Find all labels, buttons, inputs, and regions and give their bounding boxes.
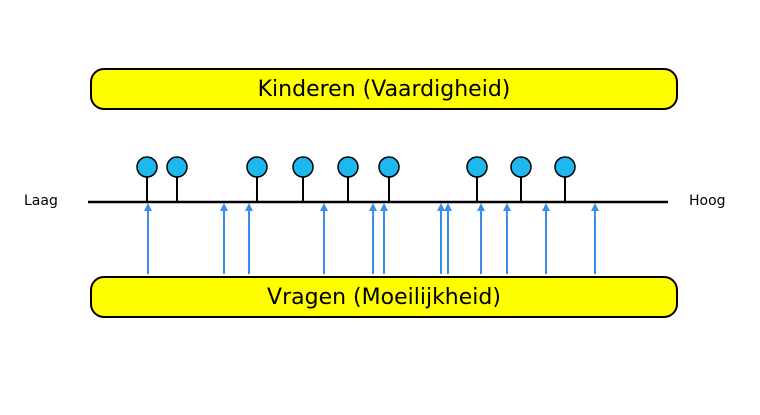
question-difficulty-title: Vragen (Moeilijkheid) (267, 284, 501, 310)
scale-high-label: Hoog (689, 193, 726, 209)
children-ability-title: Kinderen (Vaardigheid) (257, 76, 511, 102)
question-arrow (437, 203, 445, 274)
child-marker-circle (378, 156, 400, 178)
question-arrow-head (380, 203, 388, 211)
question-arrow (444, 203, 452, 274)
child-marker-circle (136, 156, 158, 178)
scale-low-label: Laag (24, 193, 58, 209)
question-arrow (477, 203, 485, 274)
child-marker-circle (166, 156, 188, 178)
question-arrow-head (477, 203, 485, 211)
question-difficulty-band: Vragen (Moeilijkheid) (90, 276, 678, 318)
child-marker (136, 156, 158, 202)
question-arrow (320, 203, 328, 274)
child-marker-circle (337, 156, 359, 178)
children-markers (136, 156, 576, 202)
question-arrow (220, 203, 228, 274)
question-arrow-head (220, 203, 228, 211)
question-arrow (503, 203, 511, 274)
question-arrow (369, 203, 377, 274)
child-marker-circle (246, 156, 268, 178)
question-arrow-head (542, 203, 550, 211)
child-marker (554, 156, 576, 202)
question-arrow-head (503, 203, 511, 211)
question-arrows (144, 203, 599, 274)
child-marker (466, 156, 488, 202)
child-marker (337, 156, 359, 202)
question-arrow-head (591, 203, 599, 211)
child-marker-circle (292, 156, 314, 178)
question-arrow-head (437, 203, 445, 211)
question-arrow (380, 203, 388, 274)
child-marker (378, 156, 400, 202)
question-arrow (144, 203, 152, 274)
child-marker-circle (466, 156, 488, 178)
question-arrow-head (444, 203, 452, 211)
child-marker (246, 156, 268, 202)
question-arrow (542, 203, 550, 274)
question-arrow (591, 203, 599, 274)
child-marker (166, 156, 188, 202)
children-ability-band: Kinderen (Vaardigheid) (90, 68, 678, 110)
child-marker (292, 156, 314, 202)
question-arrow (245, 203, 253, 274)
child-marker (510, 156, 532, 202)
question-arrow-head (320, 203, 328, 211)
child-marker-circle (510, 156, 532, 178)
question-arrow-head (245, 203, 253, 211)
question-arrow-head (369, 203, 377, 211)
child-marker-circle (554, 156, 576, 178)
question-arrow-head (144, 203, 152, 211)
